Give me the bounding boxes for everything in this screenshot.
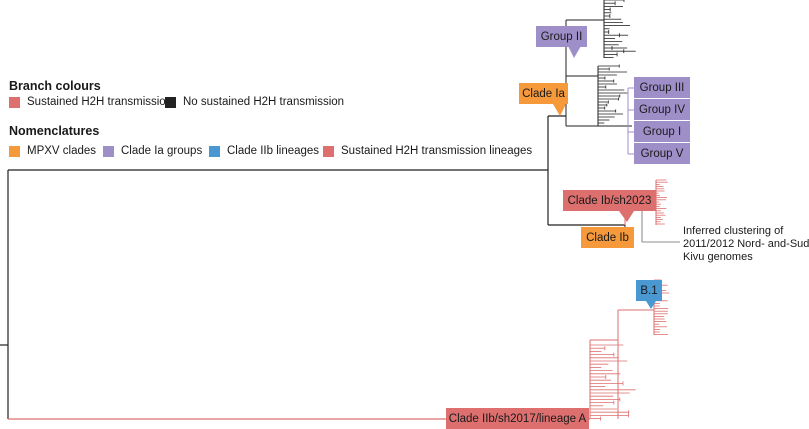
phylogenetic-tree [0, 0, 680, 421]
label-group-iv: Group IV [634, 99, 690, 120]
clade-ia-pointer [553, 104, 566, 116]
legend-not-sustained: No sustained H2H transmission [165, 96, 344, 108]
note-line-1: Inferred clustering of [683, 225, 784, 237]
swatch-clade-iib-lineages [209, 145, 220, 157]
legend-sustained-lineages: Sustained H2H transmission lineages [323, 145, 532, 157]
legend-clade-iib-lineages: Clade IIb lineages [209, 145, 319, 157]
label-clade-ib: Clade Ib [581, 227, 634, 248]
swatch-not-sustained [165, 96, 176, 108]
legend-clade-ia-groups: Clade Ia groups [103, 145, 202, 157]
branch-colours-heading: Branch colours [9, 79, 101, 93]
label-group-ii: Group II [536, 26, 587, 47]
nomenclatures-heading: Nomenclatures [9, 124, 100, 138]
b1-pointer [646, 301, 656, 309]
legend-sustained-label: Sustained H2H transmission [27, 96, 173, 108]
swatch-sustained-lineages [323, 145, 334, 157]
swatch-clade-ia-groups [103, 145, 114, 157]
legend-not-sustained-label: No sustained H2H transmission [183, 96, 345, 108]
legend-mpxv-clades: MPXV clades [9, 145, 96, 157]
legend-mpxv-clades-label: MPXV clades [27, 145, 97, 157]
label-group-i: Group I [634, 121, 690, 142]
kivu-clustering-note: Inferred clustering of 2011/2012 Nord- a… [683, 225, 809, 264]
label-clade-ib-sh2023: Clade Ib/sh2023 [563, 190, 656, 211]
red-branches [8, 179, 670, 421]
group-ii-pointer [568, 46, 581, 58]
label-group-iii: Group III [634, 77, 690, 98]
legend-clade-iib-lineages-label: Clade IIb lineages [227, 145, 320, 157]
swatch-mpxv-clades [9, 145, 20, 157]
note-line-2: 2011/2012 Nord- and-Sud [683, 238, 809, 250]
label-connectors [553, 46, 680, 309]
label-clade-iib-sh2017: Clade IIb/sh2017/lineage A [446, 408, 589, 429]
clade-ib-sh2023-pointer [619, 211, 634, 222]
legend-clade-ia-groups-label: Clade Ia groups [121, 145, 203, 157]
note-line-3: Kivu genomes [683, 251, 753, 263]
label-b1: B.1 [636, 280, 662, 301]
legend-sustained-lineages-label: Sustained H2H transmission lineages [341, 145, 533, 157]
black-branches [0, 0, 636, 419]
label-group-v: Group V [634, 143, 690, 164]
legend-sustained: Sustained H2H transmission [9, 96, 172, 108]
label-clade-ia: Clade Ia [519, 83, 568, 104]
swatch-sustained [9, 96, 20, 108]
